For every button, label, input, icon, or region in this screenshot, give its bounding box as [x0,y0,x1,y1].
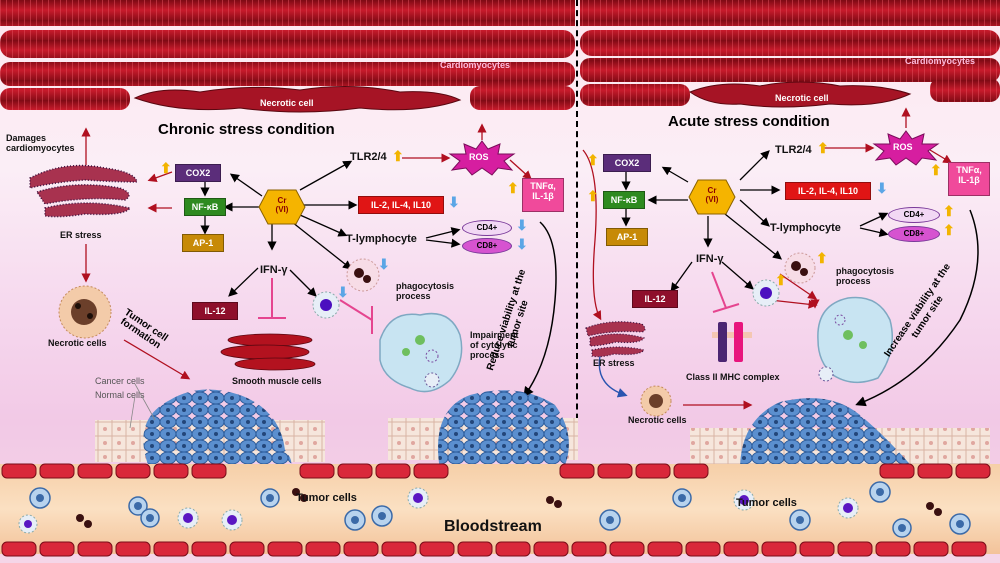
smooth-muscle-label: Smooth muscle cells [232,376,322,386]
right-er-stress-label: ER stress [593,358,635,368]
left-muscle-bands [0,0,575,113]
right-tumor-cells-label: Tumor cells [736,497,797,509]
left-cardiomyocytes-label: Cardiomyocytes [440,60,511,70]
left-il-box: IL-2, IL-4, IL10 [358,196,444,214]
mhc-complex [712,322,752,362]
left-cox2-up-arrow: ⬆ [160,160,172,176]
left-necrotic-cell [58,285,112,339]
left-cd8-ellipse: CD8+ [462,238,512,254]
right-macrophage-up-arrow: ⬆ [816,250,828,266]
right-cox2-up-arrow: ⬆ [587,152,599,168]
left-smooth-muscle [220,333,316,371]
left-tlr-up-arrow: ⬆ [392,148,404,164]
right-cd8-ellipse: CD8+ [888,226,940,242]
impair-label: Impairment of cytolytic process [470,330,519,360]
left-cd4-down-arrow: ⬇ [516,217,528,233]
panel-divider [576,0,578,470]
left-tlymph-label: T-lymphocyte [346,233,417,245]
left-lymph-down-arrow: ⬇ [337,284,349,300]
left-small-lymph [312,291,340,319]
left-tnf-box: TNFα, IL-1β [522,178,564,212]
left-il-down-arrow: ⬇ [448,194,460,210]
chronic-title: Chronic stress condition [158,121,335,138]
left-necrotic-cell-label: Necrotic cell [260,98,314,108]
left-cox2-box: COX2 [175,164,221,182]
right-necrotic-cell [640,385,672,417]
left-ap1-box: AP-1 [182,234,224,252]
right-tlr-up-arrow: ⬆ [817,140,829,156]
right-cox2-box: COX2 [603,154,651,172]
left-cd8-down-arrow: ⬇ [516,236,528,252]
right-cr-hexagon [688,179,736,215]
bloodstream-vessel [0,463,1000,557]
right-cd8-up-arrow: ⬆ [943,222,955,238]
left-ros-burst [448,140,516,176]
left-nfkb-box: NF-κB [184,198,226,216]
left-phagocyte [379,312,463,393]
left-ros-label: ROS [469,152,489,162]
cancer-cells-label: Cancer cells [95,376,145,386]
left-necrotic-cells-label: Necrotic cells [48,338,107,348]
right-il-down-arrow: ⬇ [876,180,888,196]
left-phago-label: phagocytosis process [396,281,455,301]
right-ros-label: ROS [893,142,913,152]
right-necrotic-cells-label: Necrotic cells [628,415,687,425]
right-muscle-bands [580,0,1000,108]
tissue-layer [95,383,990,476]
right-ap1-box: AP-1 [606,228,648,246]
damages-label: Damages cardiomyocytes [6,133,75,153]
left-il12-box: IL-12 [192,302,238,320]
right-il-box: IL-2, IL-4, IL10 [785,182,871,200]
right-phago-label: phagocytosis process [836,266,895,286]
right-tlymph-label: T-lymphocyte [770,222,841,234]
right-il12-box: IL-12 [632,290,678,308]
right-necrotic-cell-label: Necrotic cell [775,93,829,103]
left-cd4-ellipse: CD4+ [462,220,512,236]
right-macrophage [784,252,816,284]
mhc-label: Class II MHC complex [686,372,780,382]
right-nfkb-box: NF-κB [603,191,645,209]
right-cr-label: Cr (VI) [705,186,719,204]
right-ros-burst [872,130,940,166]
right-cd4-up-arrow: ⬆ [943,203,955,219]
acute-title: Acute stress condition [668,113,830,130]
right-tnf-up-arrow: ⬆ [930,162,942,178]
right-small-lymph [752,279,780,307]
right-nfkb-up-arrow: ⬆ [587,188,599,204]
right-cardiomyocytes-label: Cardiomyocytes [905,56,976,66]
right-lymph-up-arrow: ⬆ [775,272,787,288]
left-er-stress-label: ER stress [60,230,102,240]
right-cd4-ellipse: CD4+ [888,207,940,223]
left-er-stress-cell [29,164,138,218]
right-tnf-box: TNFα, IL-1β [948,162,990,196]
cardiomyocyte-layer [0,0,1000,113]
normal-cells-label: Normal cells [95,390,145,400]
left-tumor-cells-label: Tumor cells [296,492,357,504]
left-macrophage-down-arrow: ⬇ [378,256,390,272]
bloodstream-label: Bloodstream [444,518,542,535]
left-tlr-label: TLR2/4 [350,151,387,163]
right-phagocyte [817,296,893,384]
left-macrophage [346,258,380,292]
right-ifn-label: IFN-γ [696,253,724,265]
left-cr-label: Cr (VI) [275,196,289,214]
left-cr-hexagon [258,189,306,225]
right-er-stress-cell [585,321,646,358]
right-tlr-label: TLR2/4 [775,144,812,156]
left-ifn-label: IFN-γ [260,264,288,276]
left-tnf-up-arrow: ⬆ [507,180,519,196]
